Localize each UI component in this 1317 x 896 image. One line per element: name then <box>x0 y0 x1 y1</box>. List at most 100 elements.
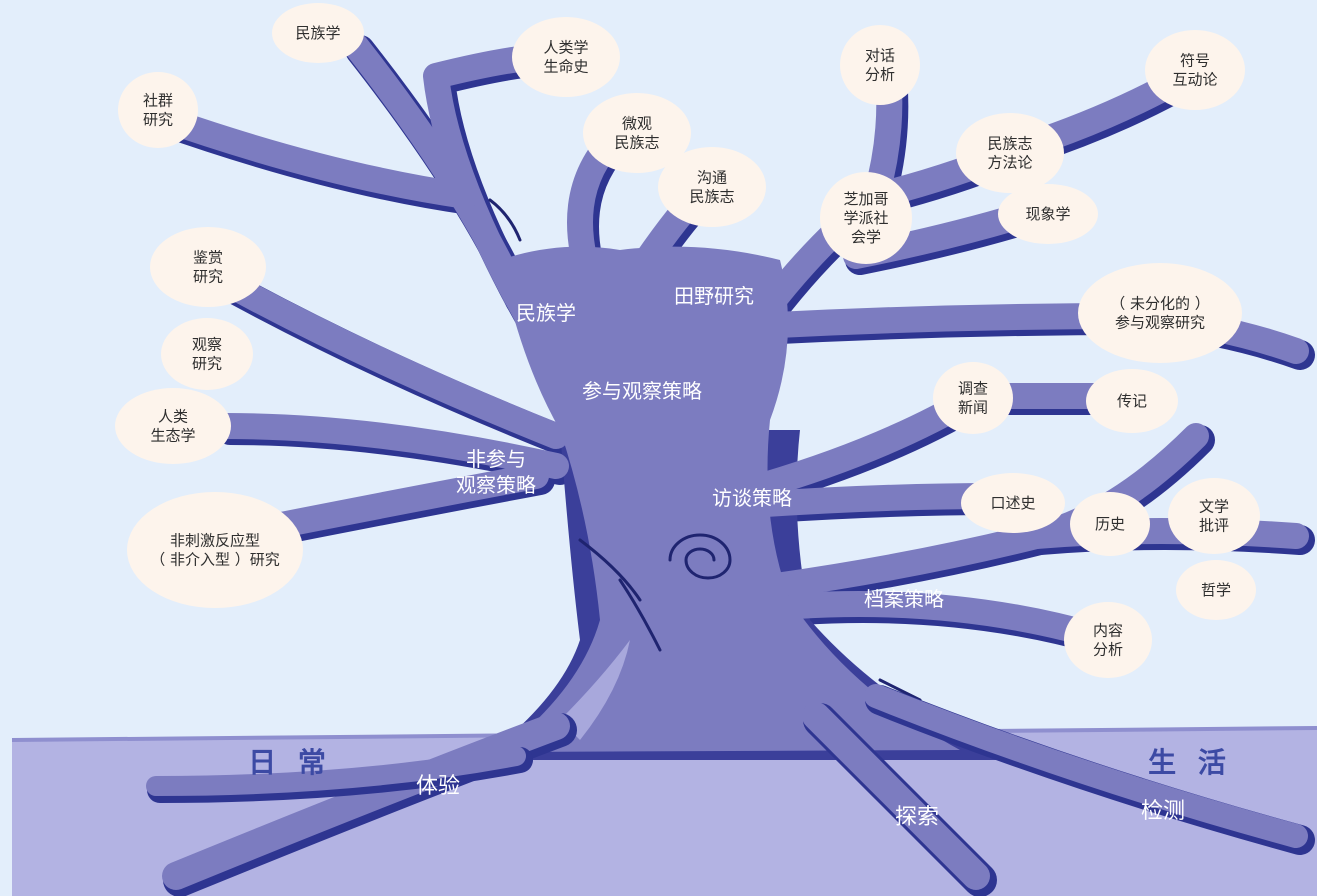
root-label-tiyan: 体验 <box>416 774 460 799</box>
bubble-label: 芝加哥 <box>843 190 888 208</box>
bubble-label: 学派社 <box>843 209 888 227</box>
bubble-label: 内容 <box>1093 622 1123 640</box>
bubble-shape <box>961 473 1065 533</box>
bubble-shape <box>933 362 1013 434</box>
bubble-xianxiangxue: 现象学 <box>998 184 1098 244</box>
bubble-shape <box>1145 30 1245 110</box>
bubble-shape <box>150 227 266 307</box>
bark-marks <box>488 198 922 702</box>
bubble-label: 民族志 <box>689 188 734 206</box>
trunk-label-minzuxue: 民族学 <box>516 301 576 325</box>
trunk-label-canyu-guancha-celue: 参与观察策略 <box>582 379 702 403</box>
bubble-label: 会学 <box>851 228 881 246</box>
bubble-feiciji: 非刺激反应型（ 非介入型 ）研究 <box>127 492 303 608</box>
bubble-label: （ 非介入型 ）研究 <box>150 551 280 569</box>
bubble-label: 观察 <box>192 336 222 354</box>
trunk-label-line: 民族学 <box>516 301 576 325</box>
bubble-shape <box>998 184 1098 244</box>
roots <box>146 684 1315 896</box>
bubble-shape <box>161 318 253 390</box>
ground-label-shenghuo: 生 活 <box>1148 746 1232 779</box>
trunk-label-tianye-yanjiu: 田野研究 <box>674 284 754 308</box>
bubble-weifenhua: （ 未分化的 ）参与观察研究 <box>1078 263 1242 363</box>
bubble-zhexue: 哲学 <box>1176 560 1256 620</box>
bubble-label: 符号 <box>1180 52 1210 70</box>
bubble-label: 口述史 <box>990 494 1035 512</box>
bubble-koushushi: 口述史 <box>961 473 1065 533</box>
bubble-label: 分析 <box>865 66 895 84</box>
bubble-label: 对话 <box>865 47 895 65</box>
bubble-label: 传记 <box>1117 392 1147 410</box>
bubble-shape <box>820 172 912 264</box>
bubble-lishi: 历史 <box>1070 492 1150 556</box>
bubble-label: 新闻 <box>958 399 988 417</box>
bubble-label: 参与观察研究 <box>1115 314 1205 332</box>
bubble-shape <box>115 388 231 464</box>
bubble-label: 互动论 <box>1172 71 1217 89</box>
bubble-label: 现象学 <box>1025 205 1070 223</box>
root-label-jiance: 检测 <box>1141 799 1185 824</box>
concept-bubbles: 民族学人类学生命史社群研究微观民族志沟通民族志对话分析符号互动论民族志方法论芝加… <box>115 3 1260 678</box>
bubble-label: 人类 <box>158 408 188 426</box>
trunk-label-line: 田野研究 <box>674 284 754 308</box>
bubble-label: 非刺激反应型 <box>170 532 260 550</box>
bubble-shape <box>583 93 691 173</box>
bubble-guancha-yanjiu: 观察研究 <box>161 318 253 390</box>
trunk-label-line: 观察策略 <box>456 473 536 497</box>
trunk-label-line: 参与观察策略 <box>582 379 702 403</box>
trunk-highlight <box>560 640 630 740</box>
bubble-label: 批评 <box>1199 517 1229 535</box>
bubble-shape <box>956 113 1064 193</box>
bubble-label: 生命史 <box>543 58 588 76</box>
bubble-shape <box>1064 602 1152 678</box>
trunk-label-line: 访谈策略 <box>712 486 792 510</box>
bubble-shape <box>1070 492 1150 556</box>
bubble-label: 研究 <box>193 268 223 286</box>
bubble-shape <box>512 17 620 97</box>
trunk <box>500 246 960 752</box>
bubble-shape <box>1168 478 1260 554</box>
bubble-label: 人类学 <box>543 39 588 57</box>
bubble-label: 社群 <box>143 92 173 110</box>
bubble-label: 研究 <box>192 355 222 373</box>
bubble-label: 民族学 <box>295 24 340 42</box>
trunk-label-line: 档案策略 <box>864 587 944 611</box>
bubble-shape <box>658 147 766 227</box>
bubble-zhuanji: 传记 <box>1086 369 1178 433</box>
bubble-label: 鉴赏 <box>193 249 223 267</box>
bubble-label: 民族志 <box>987 135 1032 153</box>
bubble-label: （ 未分化的 ） <box>1110 295 1210 313</box>
bubble-shape <box>272 3 364 63</box>
bubble-label: 调查 <box>958 380 988 398</box>
bubble-label: 文学 <box>1199 498 1229 516</box>
root-label-tansuo: 探索 <box>895 805 939 830</box>
ground-label-richang: 日 常 <box>248 746 332 779</box>
bubble-label: 生态学 <box>150 427 195 445</box>
bubble-label: 微观 <box>622 115 652 133</box>
bubble-label: 历史 <box>1095 515 1125 533</box>
bubble-label: 民族志 <box>614 134 659 152</box>
bubble-shape <box>1086 369 1178 433</box>
trunk-label-line: 非参与 <box>466 447 526 471</box>
bubble-shape <box>1078 263 1242 363</box>
ground-labels: 日 常生 活 <box>248 746 1232 779</box>
bubble-label: 研究 <box>143 111 173 129</box>
bubble-minzuxue-top: 民族学 <box>272 3 364 63</box>
bubble-shape <box>127 492 303 608</box>
